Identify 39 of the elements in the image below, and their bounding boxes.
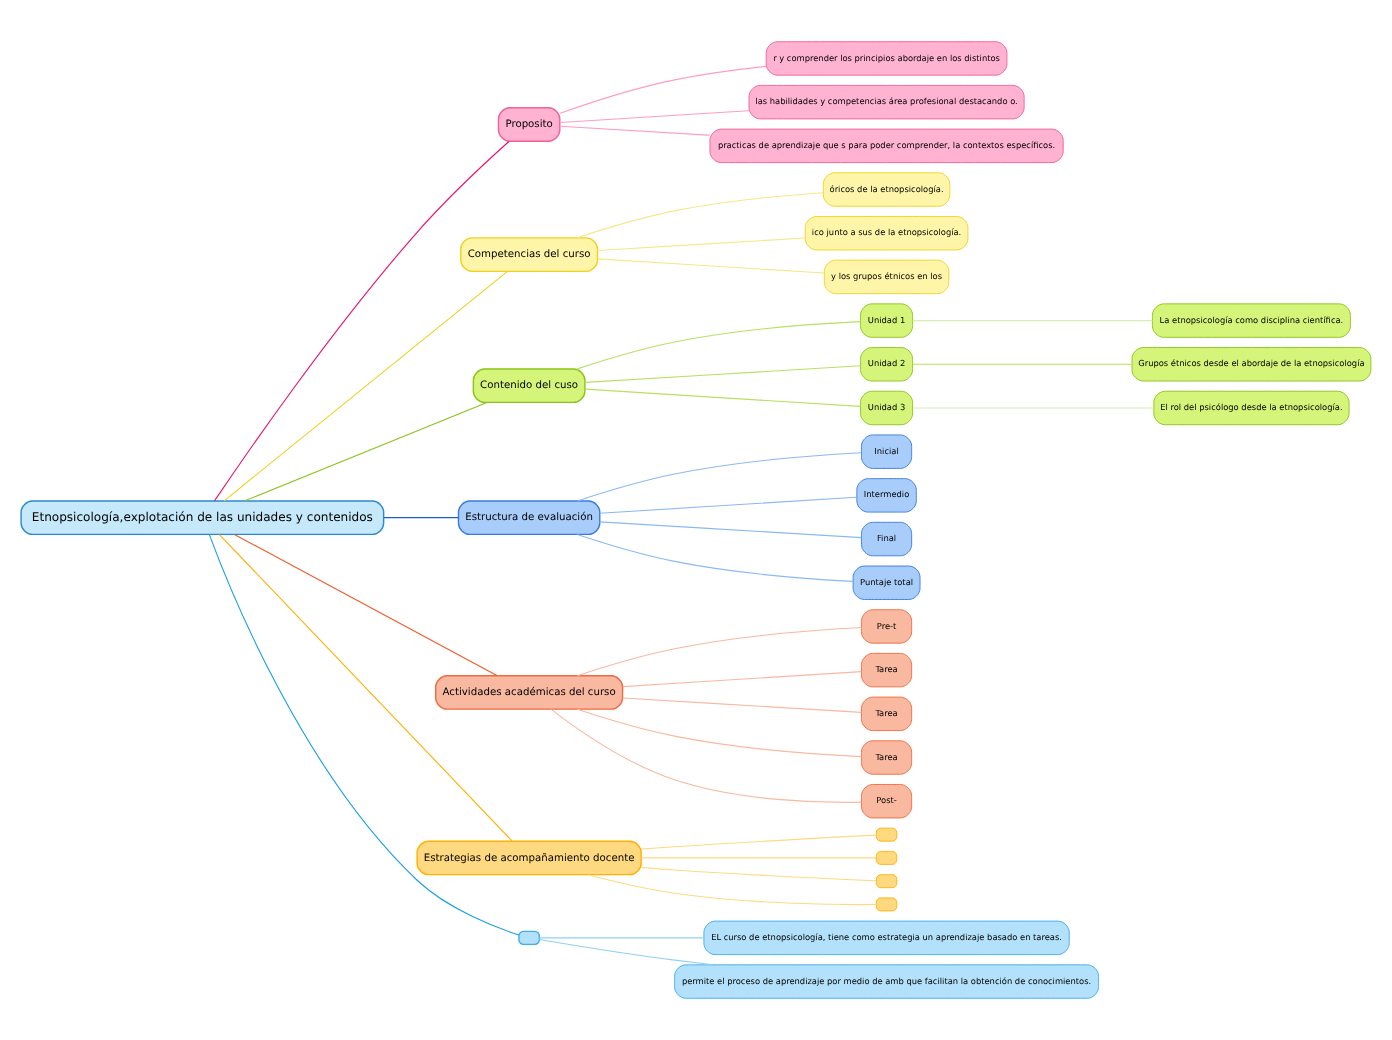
connector [559, 110, 750, 124]
connector [640, 834, 877, 850]
node-box [875, 874, 898, 889]
connector [383, 517, 459, 519]
connector [584, 388, 861, 407]
connector [599, 521, 862, 539]
connector [640, 857, 877, 859]
node-box [875, 850, 898, 865]
node-box [875, 827, 898, 842]
connector [640, 867, 877, 882]
connector [538, 938, 714, 966]
connector [597, 258, 825, 274]
connector [576, 708, 862, 758]
connector [587, 874, 877, 906]
connector [218, 534, 513, 842]
connector [912, 320, 1153, 322]
connector [208, 534, 520, 936]
connector [576, 533, 854, 582]
connector [576, 321, 861, 370]
connector [584, 365, 861, 383]
connector [912, 407, 1155, 409]
connector [576, 192, 824, 239]
connector [559, 65, 767, 114]
connector [244, 401, 488, 502]
connector [599, 496, 857, 514]
connector [912, 363, 1133, 365]
connector [622, 697, 862, 713]
connector [233, 533, 498, 677]
connector [597, 237, 806, 252]
connector [622, 671, 862, 688]
node-box [518, 930, 541, 946]
connector [576, 626, 862, 677]
connector [223, 271, 508, 502]
connector [213, 141, 510, 502]
connector [576, 452, 862, 502]
node-box [875, 897, 898, 912]
connector [550, 708, 862, 803]
connector [539, 937, 705, 939]
connector [559, 125, 711, 136]
